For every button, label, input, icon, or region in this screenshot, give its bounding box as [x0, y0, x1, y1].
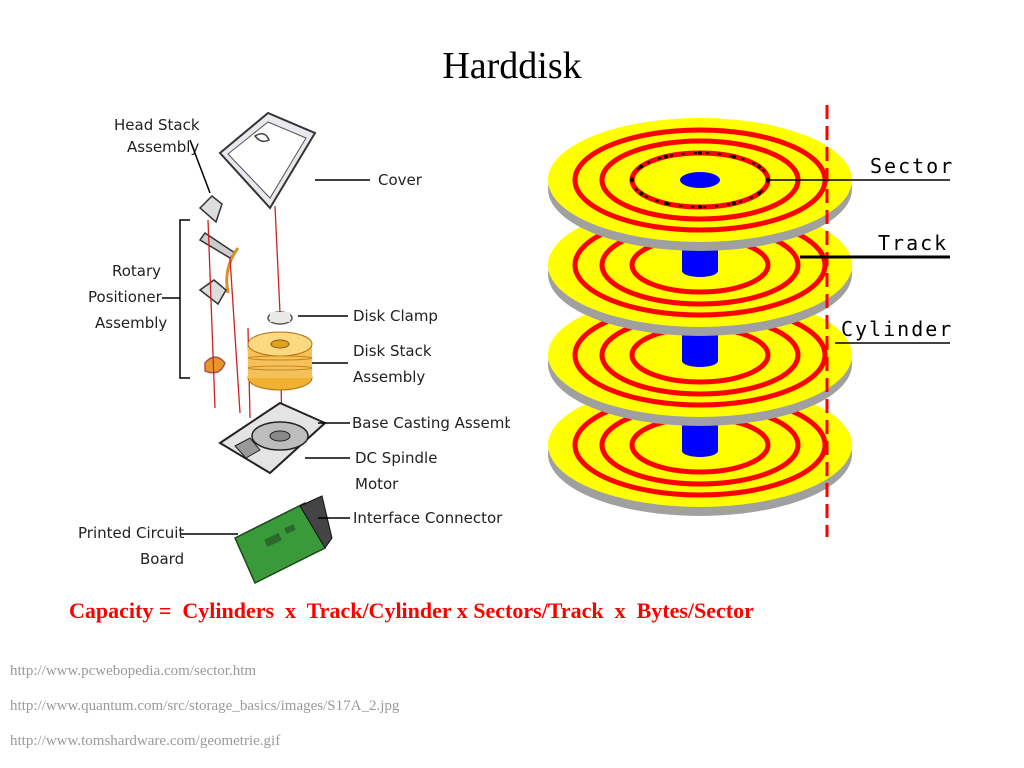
sector-dot: [756, 191, 761, 196]
track-label: Track: [878, 231, 948, 255]
head-stack-label-1: Head Stack: [114, 116, 200, 134]
disk-stack-label-2: Assembly: [353, 368, 425, 386]
spindle-hub: [680, 172, 720, 188]
interface-connector-label: Interface Connector: [353, 509, 503, 527]
platter-geometry-diagram: Sector Track Cylinder: [548, 105, 954, 537]
sector-dot: [664, 154, 668, 159]
platter: [548, 293, 852, 426]
sector-dot: [664, 201, 668, 206]
dc-spindle-label-2: Motor: [355, 475, 399, 493]
sector-dot: [639, 191, 644, 196]
rotary-label-2: Positioner: [88, 288, 163, 306]
sector-dot: [732, 154, 736, 159]
sector-dot: [732, 201, 736, 206]
sector-dot: [756, 164, 761, 169]
platter: [548, 118, 852, 251]
reference-link[interactable]: http://www.tomshardware.com/geometrie.gi…: [10, 733, 281, 749]
sector-dot: [639, 164, 644, 169]
head-stack-label-2: Assembly: [127, 138, 199, 156]
cylinder-label: Cylinder: [841, 317, 953, 341]
reference-link[interactable]: http://www.pcwebopedia.com/sector.htm: [10, 663, 257, 679]
slide-title: Harddisk: [442, 45, 582, 87]
pcb-label-2: Board: [140, 550, 184, 568]
capacity-formula: Capacity = Cylinders x Track/Cylinder x …: [69, 598, 754, 623]
exploded-harddisk-diagram: Cover Head Stack Assembly Rotary Positio…: [78, 111, 510, 585]
sector-dot: [630, 178, 634, 182]
sector-dot: [698, 205, 702, 209]
rotary-label-1: Rotary: [112, 262, 161, 280]
disk-stack-illustration: [247, 311, 313, 391]
disk-stack-label-1: Disk Stack: [353, 342, 432, 360]
base-casting-illustration: [218, 401, 327, 475]
dc-spindle-label-1: DC Spindle: [355, 449, 437, 467]
sector-label: Sector: [870, 154, 954, 178]
rotary-label-3: Assembly: [95, 314, 167, 332]
base-casting-label: Base Casting Assembly: [352, 414, 510, 432]
pcb-label-1: Printed Circuit: [78, 524, 184, 542]
cover-label: Cover: [378, 171, 423, 189]
disk-clamp-label: Disk Clamp: [353, 307, 438, 325]
cover-illustration: [218, 111, 317, 210]
pcb-illustration: [234, 495, 333, 585]
head-stack-illustration: [198, 194, 240, 374]
reference-link[interactable]: http://www.quantum.com/src/storage_basic…: [10, 698, 400, 714]
sector-dot: [698, 151, 702, 155]
